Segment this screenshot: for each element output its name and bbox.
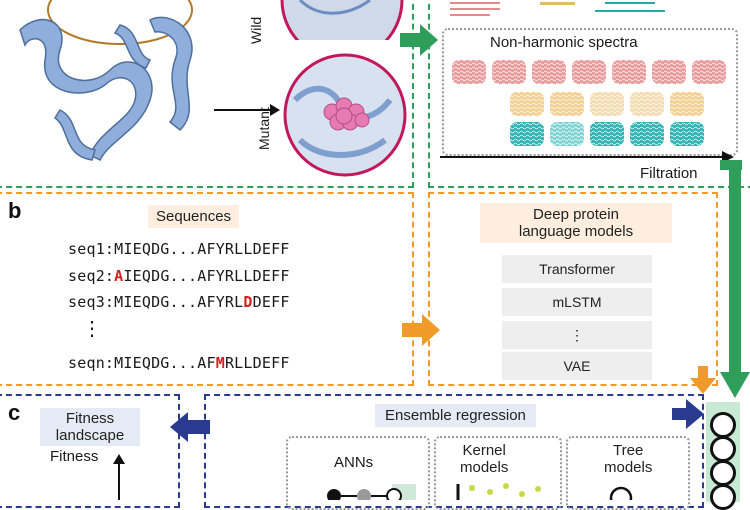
model-vae: VAE [502, 352, 652, 380]
tree-line2: models [604, 459, 653, 476]
panel-b-left-frame [0, 192, 414, 386]
fitness-landscape-line2: landscape [55, 427, 125, 444]
anns-label: ANNs [334, 454, 374, 471]
panel-b-right-frame [428, 192, 718, 386]
fitness-axis [113, 454, 125, 500]
model-mlstm: mLSTM [502, 288, 652, 316]
spectra-box [442, 28, 738, 156]
navy-arrow-left [170, 412, 210, 442]
tree-line1: Tree [613, 442, 644, 459]
column-node-3 [710, 460, 736, 486]
model-ellipsis: ⋮ [502, 321, 652, 349]
seqn-suffix: RLLDEFF [224, 354, 290, 372]
spectra-tiles [452, 60, 727, 148]
model-transformer: Transformer [502, 255, 652, 283]
seq3-prefix: seq3:MIEQDG...AFYRL [68, 293, 244, 311]
kernel-line2: models [460, 459, 509, 476]
fitness-axis-label: Fitness [50, 448, 99, 465]
seq2-suffix: IEQDG...AFYRLLDEFF [123, 267, 290, 285]
seqn-mutation: M [215, 354, 225, 372]
seq3-mutation: D [243, 293, 253, 311]
seq1: seq1:MIEQDG...AFYRLLDEFF [68, 240, 290, 258]
filtration-arrow [440, 151, 734, 163]
mutant-zoom-circle [283, 53, 407, 177]
kernel-line1: Kernel [462, 442, 506, 459]
seq2: seq2:AIEQDG...AFYRLLDEFF [68, 267, 290, 285]
models-title-line1: Deep protein [533, 206, 619, 223]
sequences-title: Sequences [148, 205, 240, 228]
seqn: seqn:MIEQDG...AFMRLLDEFF [68, 354, 290, 372]
sequences-ellipsis: ⋮ [82, 318, 102, 340]
arrow-to-mutant [214, 104, 280, 116]
orange-arrow-down [690, 366, 716, 394]
spectra-title: Non-harmonic spectra [490, 34, 638, 51]
panel-c-letter: c [8, 400, 21, 425]
models-title-line2: language models [518, 223, 634, 240]
panel-b-letter: b [8, 198, 22, 223]
fitness-landscape-title: Fitness landscape [40, 408, 140, 446]
ensemble-regression-title: Ensemble regression [375, 404, 536, 427]
seq3-suffix: DEFF [252, 293, 290, 311]
green-arrow-right [400, 24, 438, 56]
column-node-2 [710, 436, 736, 462]
panel-a-left-frame [0, 0, 414, 188]
filtration-label: Filtration [640, 165, 698, 182]
ann-nodes [327, 484, 416, 500]
fitness-landscape-line1: Fitness [65, 410, 115, 427]
models-title: Deep protein language models [480, 203, 672, 243]
tree-node [609, 486, 633, 500]
seq2-prefix: seq2: [68, 267, 115, 285]
panel-a-right-frame [428, 0, 750, 188]
spectra-top-bars [450, 2, 665, 16]
column-node-1 [710, 412, 736, 438]
tree-models-label: Tree models [604, 442, 652, 476]
kernel-models-label: Kernel models [460, 442, 508, 476]
kernel-scatter [456, 483, 541, 500]
seqn-prefix: seqn:MIEQDG...AF [68, 354, 216, 372]
green-arrow-down [720, 160, 750, 398]
column-node-4 [710, 484, 736, 510]
seq2-mutation: A [114, 267, 124, 285]
protein-structure-image [19, 0, 193, 162]
orange-arrow-right [402, 314, 440, 346]
wild-label: Wild [248, 16, 264, 44]
seq3: seq3:MIEQDG...AFYRLDDEFF [68, 293, 290, 311]
wild-type-zoom-circle [280, 0, 404, 40]
navy-arrow-right [672, 399, 704, 429]
